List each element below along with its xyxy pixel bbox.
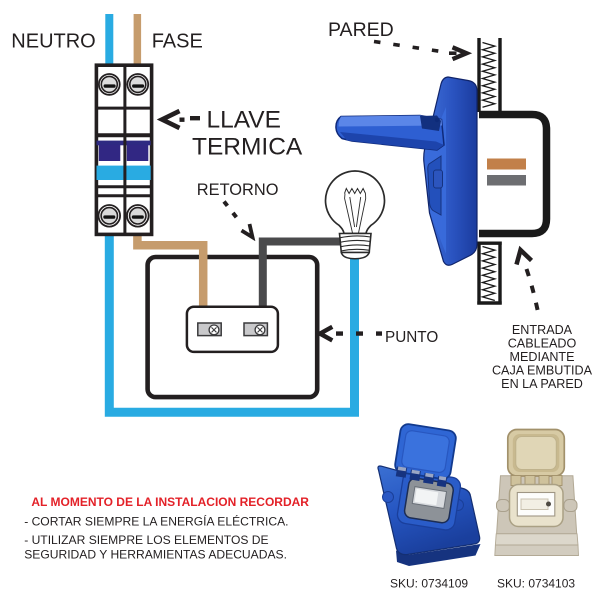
svg-text:MEDIANTE: MEDIANTE — [509, 350, 574, 364]
svg-text:NEUTRO: NEUTRO — [11, 31, 95, 53]
svg-text:SKU: 0734109: SKU: 0734109 — [390, 577, 468, 591]
svg-text:TERMICA: TERMICA — [192, 134, 303, 161]
svg-text:PARED: PARED — [328, 19, 394, 41]
svg-text:RETORNO: RETORNO — [197, 181, 279, 199]
svg-text:LLAVE: LLAVE — [207, 107, 281, 134]
svg-text:SEGURIDAD Y HERRAMIENTAS ADECU: SEGURIDAD Y HERRAMIENTAS ADECUADAS. — [24, 548, 287, 562]
svg-text:CAJA EMBUTIDA: CAJA EMBUTIDA — [492, 364, 593, 378]
svg-text:- CORTAR SIEMPRE LA ENERGÍA EL: - CORTAR SIEMPRE LA ENERGÍA ELÉCTRICA. — [24, 514, 288, 529]
svg-text:ENTRADA: ENTRADA — [512, 323, 573, 337]
svg-text:- UTILIZAR SIEMPRE LOS ELEMENT: - UTILIZAR SIEMPRE LOS ELEMENTOS DE — [24, 533, 268, 547]
svg-text:SKU: 0734103: SKU: 0734103 — [497, 577, 575, 591]
svg-text:FASE: FASE — [152, 31, 203, 53]
svg-text:AL MOMENTO DE LA INSTALACION R: AL MOMENTO DE LA INSTALACION RECORDAR — [31, 495, 309, 509]
svg-text:EN LA PARED: EN LA PARED — [501, 377, 583, 391]
svg-text:PUNTO: PUNTO — [385, 329, 438, 346]
svg-text:CABLEADO: CABLEADO — [508, 337, 577, 351]
